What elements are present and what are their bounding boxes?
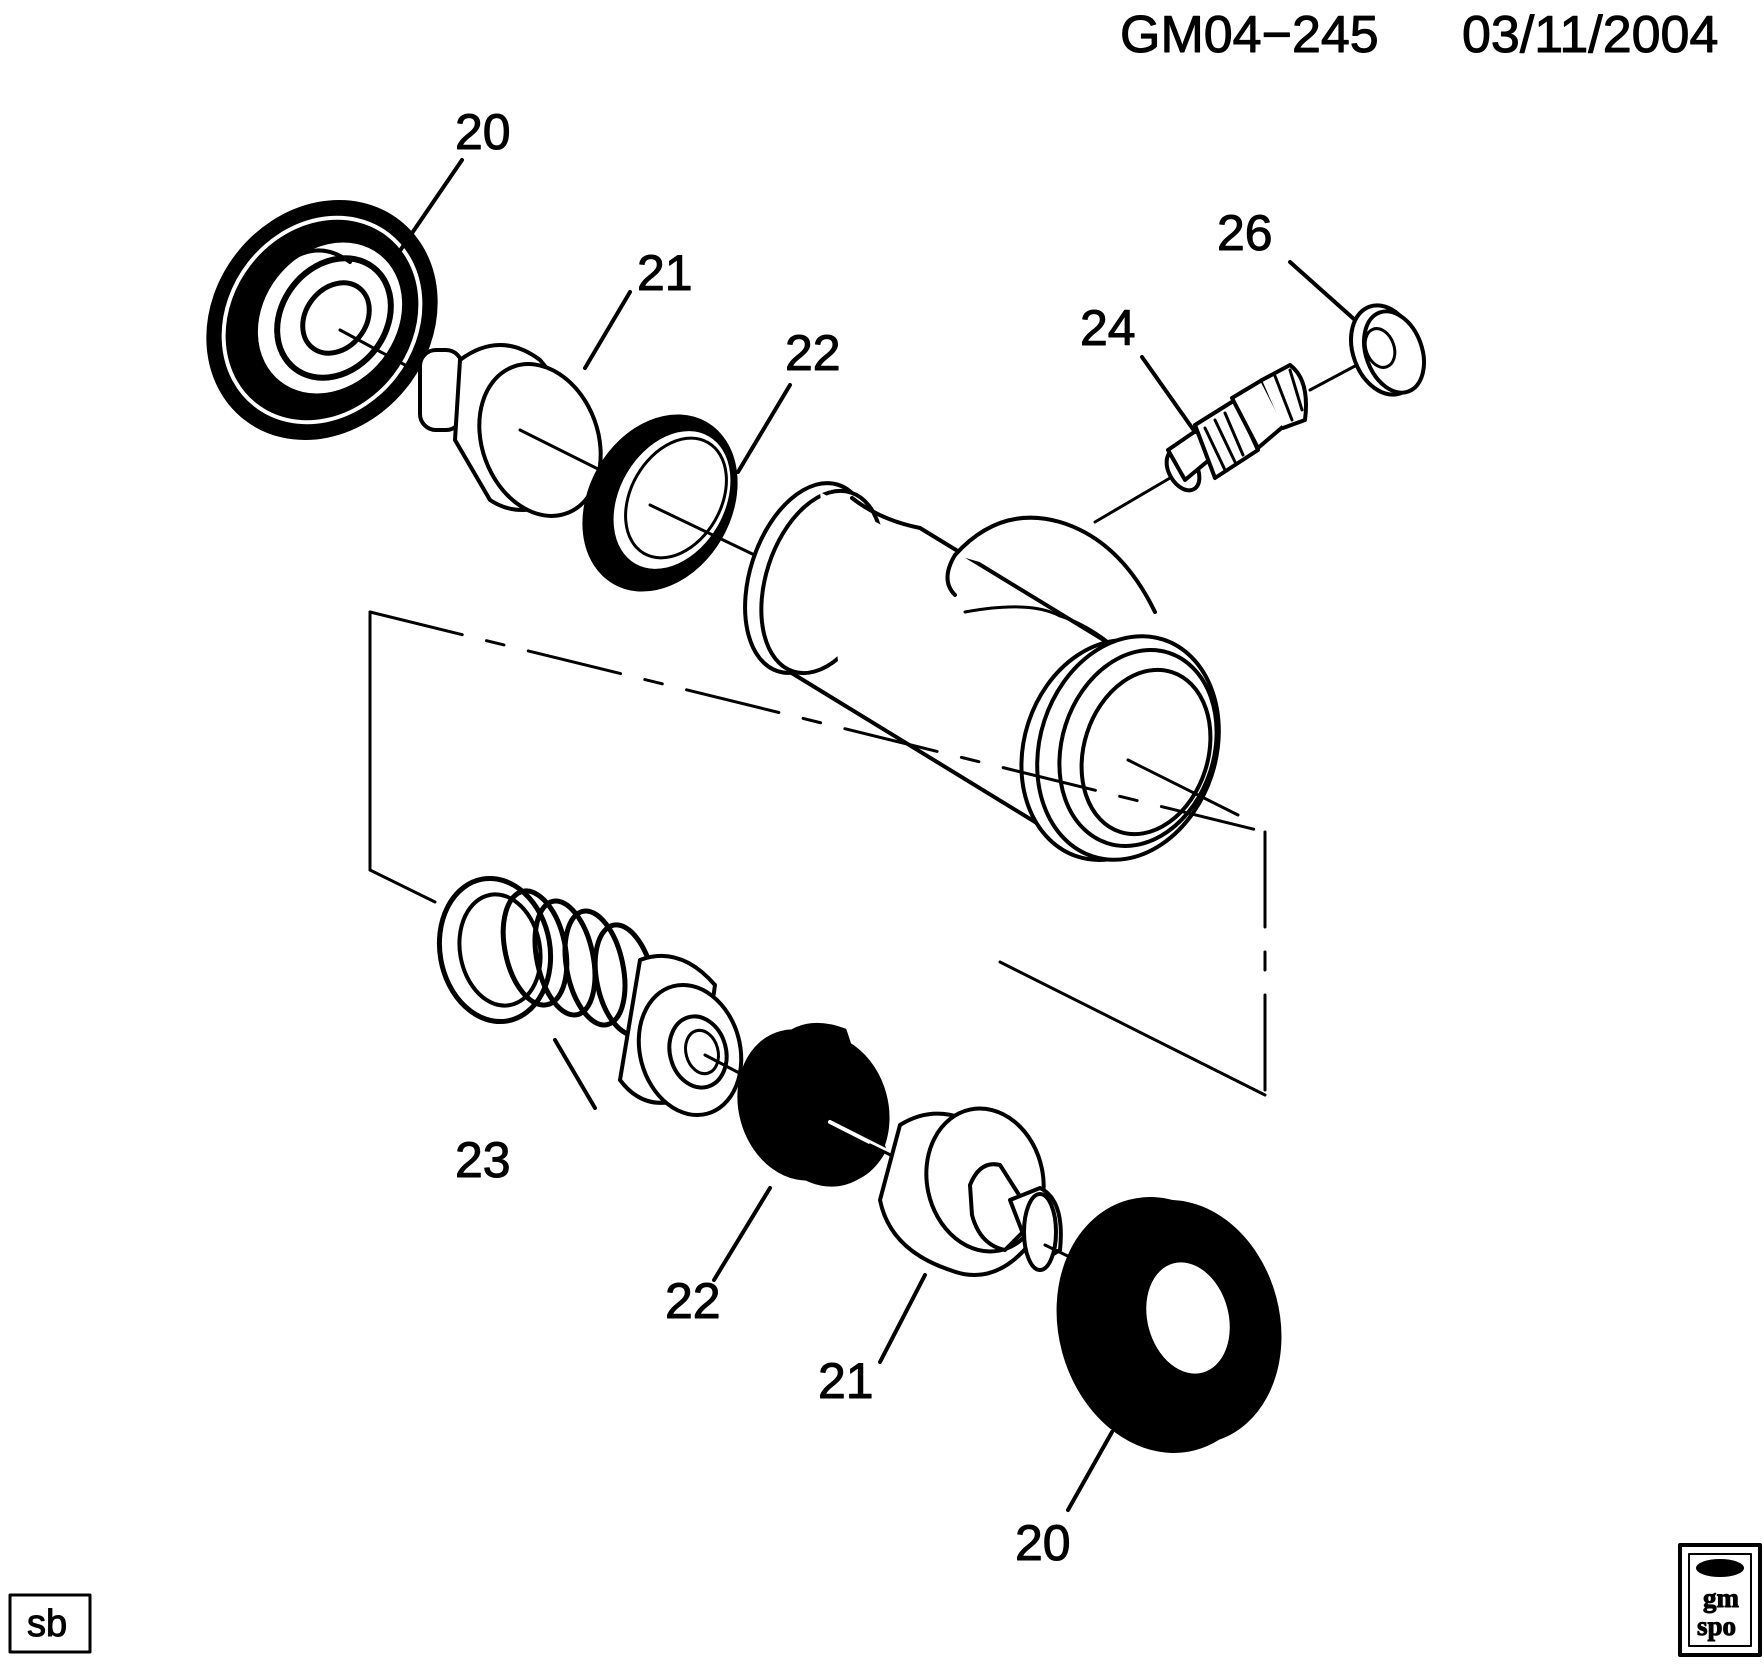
callout-22-top: 22 <box>785 325 841 381</box>
bleeder-valve <box>1164 363 1308 493</box>
callout-22-bottom: 22 <box>665 1273 721 1329</box>
drawing-date: 03/11/2004 <box>1462 6 1718 64</box>
drawing-id: GM04−245 <box>1120 6 1379 64</box>
dust-boot-top <box>206 200 438 440</box>
logo-text-gm: gm <box>1703 1583 1740 1613</box>
bleeder-cap <box>1349 303 1426 397</box>
leader-lines <box>393 158 1357 1512</box>
callout-26: 26 <box>1217 205 1273 261</box>
dust-boot-bottom <box>1056 1197 1282 1453</box>
callout-20-bottom: 20 <box>1015 1515 1071 1571</box>
callout-21-top: 21 <box>637 245 693 301</box>
callout-21-bottom: 21 <box>818 1353 874 1409</box>
sb-badge: sb <box>8 1593 92 1654</box>
callout-20-top: 20 <box>455 104 511 160</box>
piston-bottom <box>878 1106 1063 1277</box>
callout-23: 23 <box>455 1132 511 1188</box>
alignment-guide <box>368 610 1267 1097</box>
callout-24: 24 <box>1080 300 1136 356</box>
wheel-cylinder-body <box>743 481 1221 862</box>
spring-assembly <box>436 875 744 1118</box>
sb-badge-text: sb <box>27 1603 67 1645</box>
gm-spo-logo: gm spo <box>1678 1543 1762 1657</box>
cup-seal-bottom <box>737 1022 890 1187</box>
logo-text-spo: spo <box>1697 1611 1736 1641</box>
